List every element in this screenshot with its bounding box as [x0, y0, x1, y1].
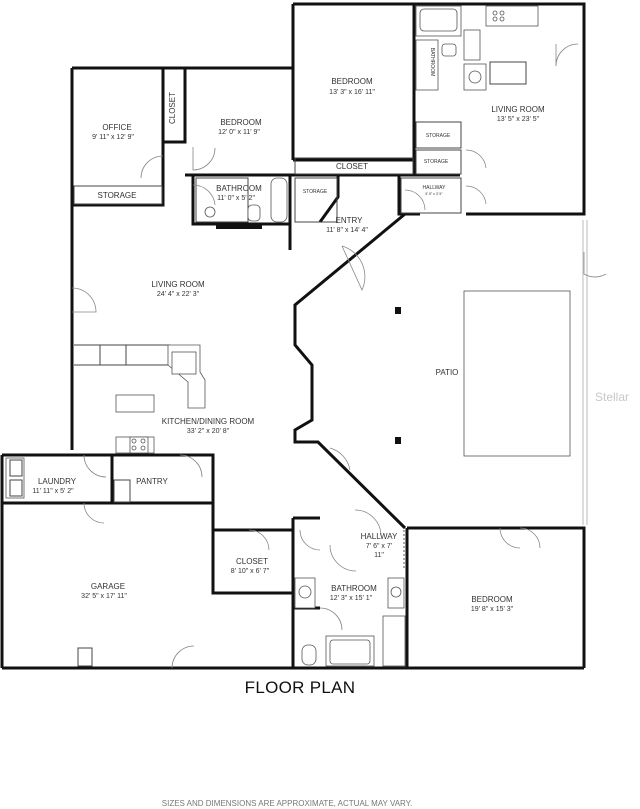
room-bathroom-mid-name: BATHROOM	[216, 184, 262, 193]
patio-slab	[463, 290, 571, 457]
room-closet-s-name: CLOSET	[236, 557, 268, 566]
watermark: Stellar	[595, 390, 629, 404]
room-garage-name: GARAGE	[91, 582, 125, 591]
room-bedroom-nw-name: BEDROOM	[220, 118, 262, 127]
room-living-ne-dim: 13' 5" x 23' 5"	[497, 116, 540, 123]
room-hallway-ne-dim: 5' 5" x 3' 5"	[425, 192, 443, 196]
room-living-name: LIVING ROOM	[151, 280, 205, 289]
room-hallway-ne-name: HALLWAY	[423, 185, 447, 191]
room-storage-ne1-name: STORAGE	[426, 133, 451, 139]
door-swings	[71, 43, 607, 669]
room-office-name: OFFICE	[102, 123, 131, 132]
room-closet-mid-name: CLOSET	[336, 162, 368, 171]
room-living-ne-name: LIVING ROOM	[491, 105, 545, 114]
room-laundry-dim: 11' 11" x 5' 2"	[32, 488, 74, 495]
room-entry-dim: 11' 8" x 14' 4"	[326, 227, 368, 234]
room-hallway-s-dim: 7' 6" x 7'	[366, 543, 392, 550]
room-patio-name: PATIO	[436, 368, 459, 377]
room-kitchen-dim: 33' 2" x 20' 8"	[187, 428, 230, 435]
room-storage-ne2-name: STORAGE	[424, 159, 449, 165]
room-kitchen-name: KITCHEN/DINING ROOM	[162, 417, 255, 426]
plan-footnote: SIZES AND DIMENSIONS ARE APPROXIMATE, AC…	[162, 799, 412, 808]
room-bathroom-mid-dim: 11' 0" x 5' 2"	[217, 195, 255, 202]
room-laundry-name: LAUNDRY	[38, 477, 77, 486]
room-pantry-name: PANTRY	[136, 477, 168, 486]
room-bedroom-se-name: BEDROOM	[471, 595, 513, 604]
room-garage-dim: 32' 5" x 17' 11"	[81, 593, 127, 600]
room-labels: BEDROOM 13' 3" x 16' 11" LIVING ROOM 13'…	[32, 48, 545, 613]
interior-fixtures	[5, 5, 539, 667]
plan-title: FLOOR PLAN	[245, 678, 356, 697]
room-hallway-s-name: HALLWAY	[361, 532, 398, 541]
room-bathroom-s-name: BATHROOM	[331, 584, 377, 593]
room-bedroom-se-dim: 19' 8" x 15' 3"	[471, 606, 514, 613]
room-bedroom-top-name: BEDROOM	[331, 77, 373, 86]
room-office-dim: 9' 11" x 12' 9"	[92, 134, 134, 141]
room-entry-name: ENTRY	[336, 216, 364, 225]
walls	[0, 2, 586, 670]
room-bathroom-s-dim: 12' 3" x 15' 1"	[330, 595, 373, 602]
room-bedroom-top-dim: 13' 3" x 16' 11"	[329, 89, 375, 96]
room-closet-office-name: CLOSET	[168, 92, 177, 124]
room-living-dim: 24' 4" x 22' 3"	[157, 291, 200, 298]
room-storage-mid-name: STORAGE	[303, 189, 328, 195]
room-bathroom-ne-name: BATHROOM	[429, 48, 435, 77]
room-bedroom-nw-dim: 12' 0" x 11' 9"	[218, 129, 260, 136]
room-closet-s-dim: 8' 10" x 6' 7"	[231, 568, 270, 575]
room-hallway-s-dim2: 11"	[374, 552, 384, 559]
room-storage-office-name: STORAGE	[98, 191, 137, 200]
